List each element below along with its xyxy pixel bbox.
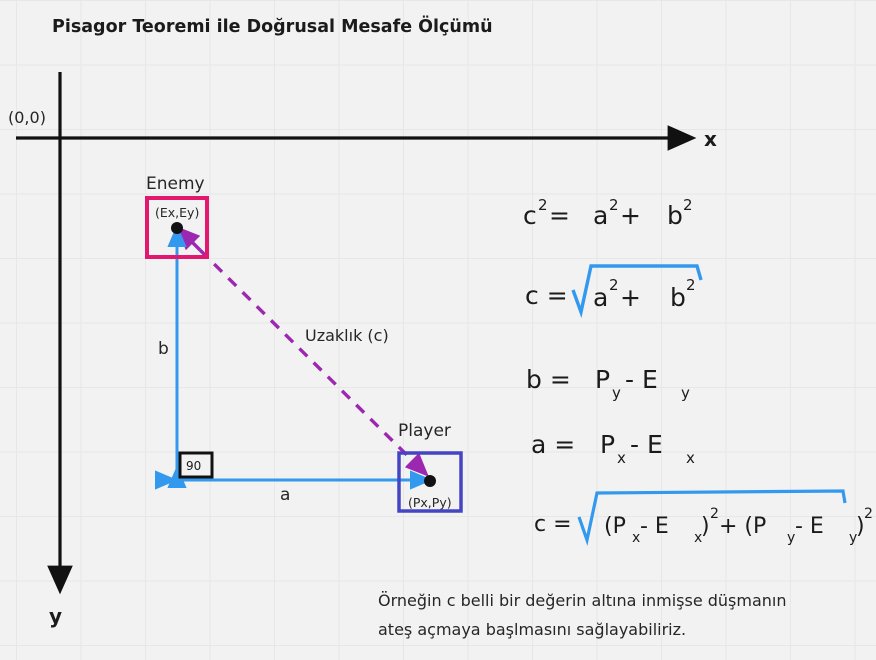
formula-2-b: b <box>670 283 686 312</box>
axes-group: (0,0) x y <box>8 72 717 628</box>
leg-a-label: a <box>280 485 290 505</box>
right-angle-marker: 90 <box>178 451 214 479</box>
formula-5-Ey-sub: y <box>849 530 857 546</box>
player-point-dot <box>424 475 436 487</box>
formula-5-plus-openP: + (P <box>719 514 766 539</box>
enemy-label: Enemy <box>146 174 205 194</box>
formula-4-E-sub: x <box>686 449 695 467</box>
player-box[interactable] <box>397 451 463 513</box>
formula-1-eq: = <box>549 201 570 230</box>
formula-a-def: a = P x - E x <box>531 430 695 467</box>
formula-2-a: a <box>593 283 608 312</box>
formula-3-lhs: b = <box>526 365 571 394</box>
enemy-box[interactable] <box>145 196 209 259</box>
formula-1-plus: + <box>620 201 641 230</box>
player-label: Player <box>398 421 451 441</box>
formula-1-b-exp: 2 <box>683 196 693 214</box>
hypotenuse-arrow-to-enemy <box>176 226 202 252</box>
formula-5-Px-sub: x <box>632 530 640 546</box>
formula-2-plus: + <box>620 283 641 312</box>
player-coord-label: (Px,Py) <box>408 495 452 510</box>
formula-2-a-exp: 2 <box>609 276 619 294</box>
formula-1-a-exp: 2 <box>609 196 619 214</box>
page-title: Pisagor Teoremi ile Doğrusal Mesafe Ölçü… <box>52 15 493 37</box>
formula-2-lhs: c = <box>525 281 568 310</box>
formula-b-def: b = P y - E y <box>526 365 690 402</box>
right-angle-box <box>178 451 214 479</box>
formula-5-Ex-sub: x <box>694 530 702 546</box>
formula-1-a: a <box>593 201 608 230</box>
note-line-2: ateş açmaya başlmasını sağlayabiliriz. <box>378 620 686 639</box>
formula-5-openP: (P <box>604 514 626 539</box>
formula-3-minusE: - E <box>625 365 658 394</box>
enemy-coord-label: (Ex,Ey) <box>155 205 199 220</box>
formula-5-minusEx: - E <box>640 514 669 539</box>
hypotenuse-line <box>198 248 429 477</box>
enemy-point-dot <box>171 222 183 234</box>
formula-5-closeP2: ) <box>856 514 865 539</box>
radical-sign-2 <box>571 264 703 319</box>
y-axis-label: y <box>49 604 62 628</box>
formula-3-E-sub: y <box>681 384 690 402</box>
formula-5-exp2: 2 <box>864 506 873 522</box>
formula-4-lhs: a = <box>531 430 575 459</box>
note-group: Örneğin c belli bir değerin altına inmiş… <box>378 591 787 639</box>
formula-5-lhs: c = <box>534 512 572 537</box>
formula-2-b-exp: 2 <box>686 276 696 294</box>
formula-5-closeP1: ) <box>701 514 710 539</box>
formula-5-minusEy: - E <box>795 514 824 539</box>
formula-4-minusE: - E <box>630 430 663 459</box>
formula-5-Py-sub: y <box>787 530 795 546</box>
hypotenuse-group: Uzaklık (c) <box>176 226 429 477</box>
note-line-1: Örneğin c belli bir değerin altına inmiş… <box>378 591 787 610</box>
formula-4-P-sub: x <box>617 449 626 467</box>
enemy-group[interactable]: Enemy (Ex,Ey) <box>145 174 209 259</box>
leg-a-group: a <box>155 470 433 505</box>
x-axis-label: x <box>704 127 717 151</box>
right-angle-label: 90 <box>186 459 201 473</box>
formula-pythagorean: c 2 = a 2 + b 2 <box>523 196 693 230</box>
formula-3-P: P <box>595 365 610 394</box>
player-group[interactable]: Player (Px,Py) <box>397 421 463 513</box>
formula-4-P: P <box>600 430 615 459</box>
formula-1-c: c <box>523 201 537 230</box>
formula-5-exp1: 2 <box>710 506 719 522</box>
radical-sign-5 <box>577 489 847 546</box>
hypotenuse-label: Uzaklık (c) <box>305 326 389 345</box>
formula-c-sqrt: c = a 2 + b 2 <box>525 264 703 319</box>
leg-b-label: b <box>158 339 169 359</box>
formula-3-P-sub: y <box>612 384 621 402</box>
formula-1-b: b <box>667 201 683 230</box>
leg-b-group: b <box>158 224 187 488</box>
formula-c-full: c = (P x - E x ) 2 + (P y - E y ) 2 <box>534 489 873 546</box>
origin-label: (0,0) <box>8 108 46 127</box>
formula-1-c-exp: 2 <box>538 196 548 214</box>
